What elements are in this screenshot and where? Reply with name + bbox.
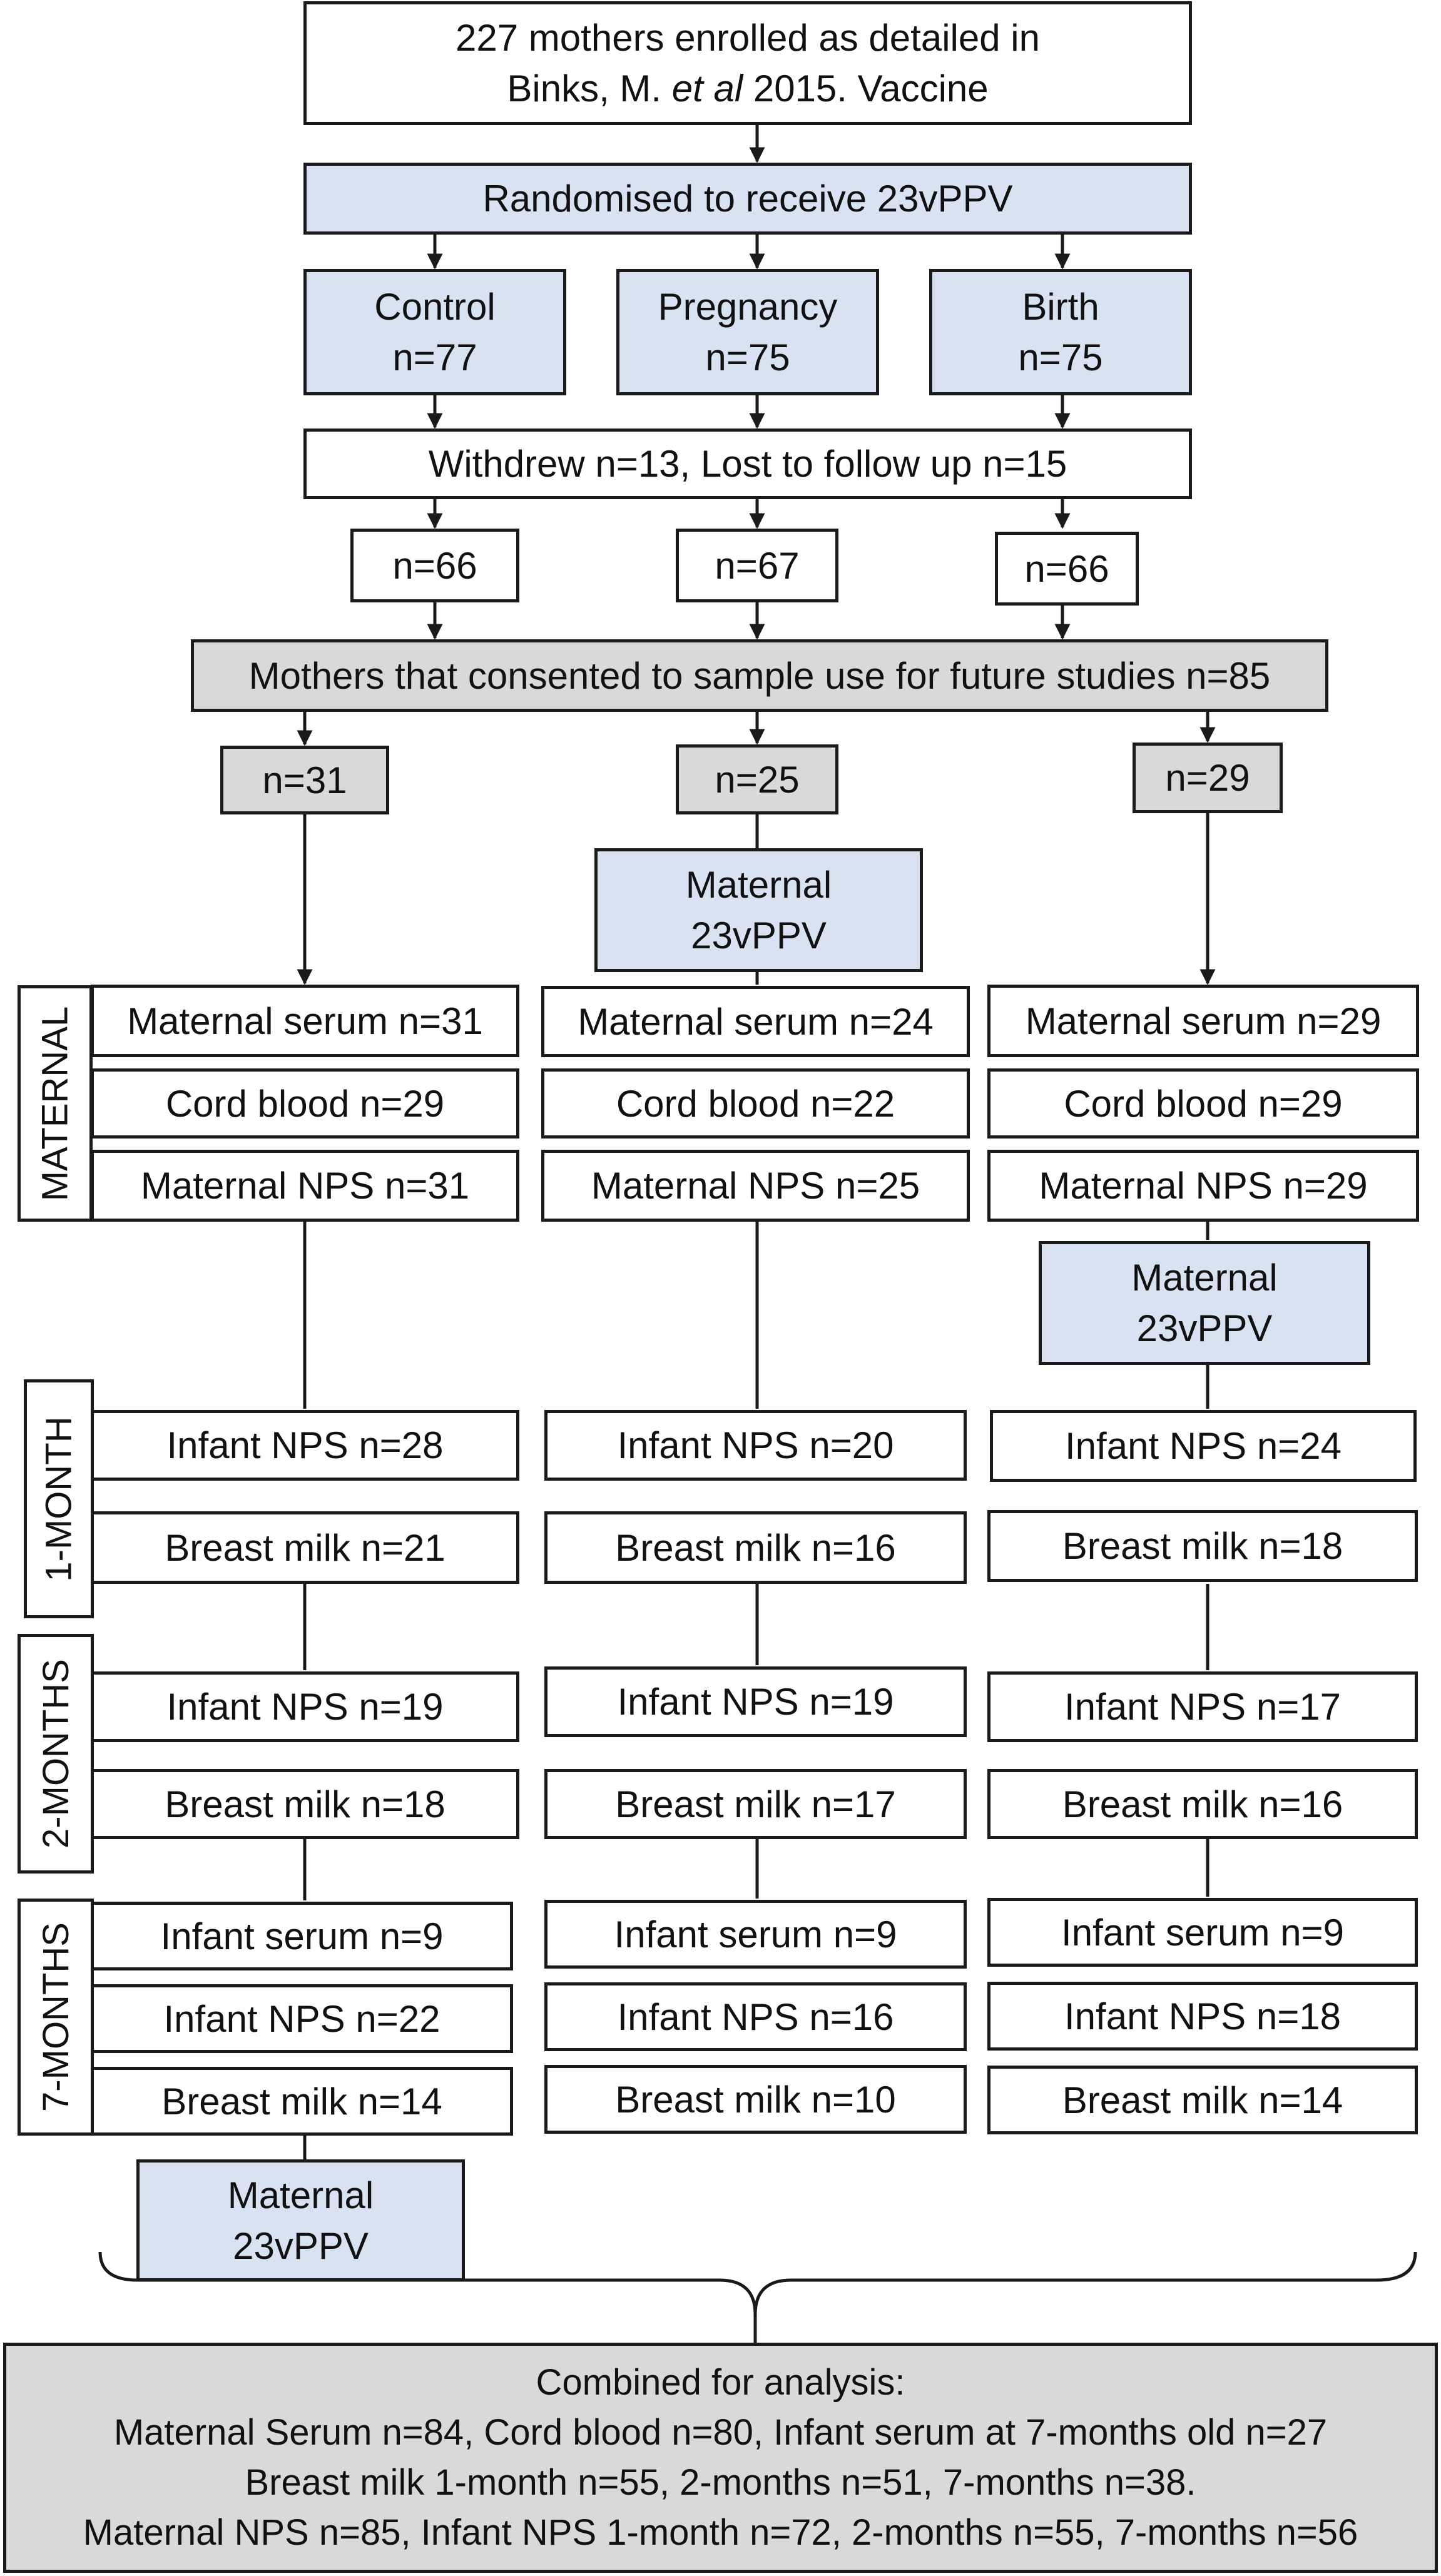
remaining-pregnancy-box: n=67 (676, 529, 838, 602)
col2-maternal-serum: Maternal serum n=24 (541, 986, 970, 1057)
vaccine-line1: Maternal (227, 2174, 374, 2216)
col3-maternal-serum: Maternal serum n=29 (987, 985, 1419, 1057)
enrolment-line1: 227 mothers enrolled as detailed in (456, 17, 1040, 59)
vaccine-line2: 23vPPV (691, 915, 827, 956)
consented-birth-box: n=29 (1133, 743, 1283, 813)
col3-2m-infant-nps: Infant NPS n=17 (987, 1671, 1418, 1742)
col1-1m-breast-milk: Breast milk n=21 (91, 1511, 519, 1584)
vaccine-line2: 23vPPV (1136, 1307, 1273, 1349)
vaccine-line1: Maternal (685, 864, 832, 906)
enrolment-line2: Binks, M. et al 2015. Vaccine (507, 68, 989, 109)
col2-7m-breast-milk: Breast milk n=10 (544, 2065, 967, 2134)
vaccine-control-box: Maternal 23vPPV (136, 2159, 465, 2281)
randomised-box: Randomised to receive 23vPPV (303, 163, 1192, 235)
arm-control-box: Control n=77 (303, 269, 566, 395)
col1-7m-infant-serum: Infant serum n=9 (91, 1902, 513, 1970)
col2-7m-infant-nps: Infant NPS n=16 (544, 1982, 967, 2051)
col1-2m-breast-milk: Breast milk n=18 (91, 1769, 519, 1839)
period-label-2-months: 2-MONTHS (18, 1634, 94, 1874)
col2-maternal-nps: Maternal NPS n=25 (541, 1150, 970, 1222)
randomised-label: Randomised to receive 23vPPV (482, 178, 1013, 220)
vaccine-birth-box: Maternal 23vPPV (1039, 1241, 1370, 1365)
withdrew-box: Withdrew n=13, Lost to follow up n=15 (303, 428, 1192, 499)
arm-count: n=75 (1018, 337, 1103, 378)
col2-7m-infant-serum: Infant serum n=9 (544, 1900, 967, 1969)
consented-count: n=31 (262, 759, 347, 801)
col1-7m-breast-milk: Breast milk n=14 (91, 2067, 513, 2136)
arm-count: n=77 (392, 337, 477, 378)
remaining-count: n=66 (1024, 547, 1109, 590)
col2-1m-breast-milk: Breast milk n=16 (544, 1511, 967, 1584)
vaccine-line2: 23vPPV (233, 2224, 369, 2267)
arm-name: Pregnancy (658, 286, 838, 328)
enrolment-box: 227 mothers enrolled as detailed in Bink… (303, 1, 1192, 125)
vaccine-pregnancy-box: Maternal 23vPPV (594, 848, 923, 972)
remaining-count: n=66 (392, 544, 477, 587)
col2-cord-blood: Cord blood n=22 (541, 1068, 970, 1138)
col3-7m-breast-milk: Breast milk n=14 (987, 2066, 1418, 2134)
col2-2m-breast-milk: Breast milk n=17 (544, 1769, 967, 1839)
combined-line2: Breast milk 1-month n=55, 2-months n=51,… (245, 2462, 1196, 2503)
col1-7m-infant-nps: Infant NPS n=22 (91, 1984, 513, 2053)
period-label-1-month: 1-MONTH (24, 1379, 94, 1618)
col3-maternal-nps: Maternal NPS n=29 (987, 1150, 1419, 1222)
remaining-birth-box: n=66 (995, 532, 1139, 606)
consented-box: Mothers that consented to sample use for… (191, 639, 1328, 712)
arm-name: Birth (1022, 286, 1099, 328)
col1-maternal-nps: Maternal NPS n=31 (91, 1150, 519, 1222)
combined-title: Combined for analysis: (536, 2361, 905, 2403)
col3-2m-breast-milk: Breast milk n=16 (987, 1769, 1418, 1839)
arm-name: Control (374, 286, 496, 328)
col1-maternal-serum: Maternal serum n=31 (91, 985, 519, 1057)
col1-1m-infant-nps: Infant NPS n=28 (91, 1410, 519, 1481)
combined-line1: Maternal Serum n=84, Cord blood n=80, In… (113, 2411, 1328, 2453)
combined-analysis-box: Combined for analysis: Maternal Serum n=… (3, 2343, 1438, 2573)
remaining-count: n=67 (715, 544, 800, 587)
col1-cord-blood: Cord blood n=29 (91, 1068, 519, 1138)
period-label-7-months: 7-MONTHS (18, 1899, 94, 2136)
consented-count: n=25 (715, 758, 800, 801)
col3-7m-infant-serum: Infant serum n=9 (987, 1898, 1418, 1967)
consented-label: Mothers that consented to sample use for… (248, 654, 1271, 697)
consented-control-box: n=31 (220, 746, 389, 814)
col3-1m-breast-milk: Breast milk n=18 (987, 1510, 1418, 1582)
consented-count: n=29 (1165, 757, 1250, 799)
consented-pregnancy-box: n=25 (676, 744, 838, 814)
col3-1m-infant-nps: Infant NPS n=24 (990, 1410, 1417, 1482)
remaining-control-box: n=66 (350, 529, 519, 602)
arm-count: n=75 (705, 337, 790, 378)
col3-cord-blood: Cord blood n=29 (987, 1068, 1419, 1138)
col2-1m-infant-nps: Infant NPS n=20 (544, 1410, 967, 1481)
arm-birth-box: Birth n=75 (929, 269, 1192, 395)
col3-7m-infant-nps: Infant NPS n=18 (987, 1982, 1418, 2051)
col1-2m-infant-nps: Infant NPS n=19 (91, 1671, 519, 1742)
arm-pregnancy-box: Pregnancy n=75 (616, 269, 879, 395)
withdrew-label: Withdrew n=13, Lost to follow up n=15 (428, 443, 1067, 485)
col2-2m-infant-nps: Infant NPS n=19 (544, 1666, 967, 1737)
combined-line3: Maternal NPS n=85, Infant NPS 1-month n=… (83, 2512, 1358, 2553)
period-label-maternal: MATERNAL (18, 985, 93, 1222)
vaccine-line1: Maternal (1131, 1257, 1278, 1299)
